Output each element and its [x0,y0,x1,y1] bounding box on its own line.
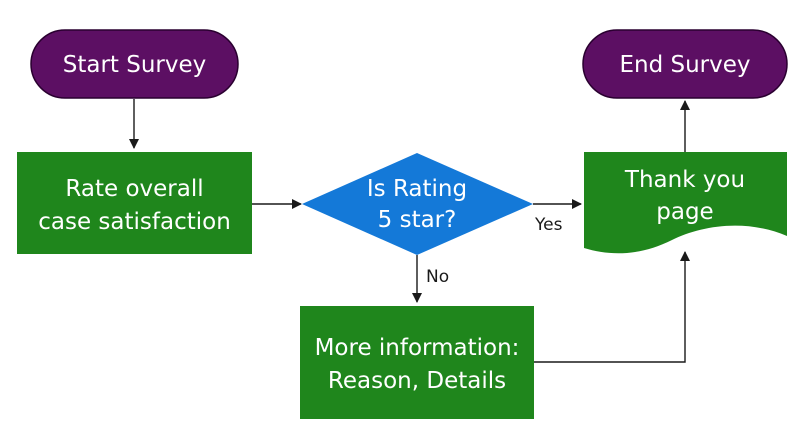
rating-decision-label-line1: Is Rating [367,176,467,202]
rate-satisfaction-label-line2: case satisfaction [38,209,231,235]
rate-satisfaction-node: Rate overall case satisfaction [17,152,252,254]
start-survey-node: Start Survey [30,29,239,99]
rating-decision-shape [302,153,533,255]
start-survey-shape [30,29,239,99]
thank-you-page-node: Thank you page [584,152,787,254]
yes-edge-label: Yes [534,215,563,235]
rating-decision-node: Is Rating 5 star? [302,153,533,255]
end-survey-node: End Survey [582,29,788,99]
thank-you-page-label-line1: Thank you [624,167,745,193]
more-information-shape [300,306,534,419]
more-information-label-line2: Reason, Details [328,368,506,394]
more-information-node: More information: Reason, Details [300,306,534,419]
start-survey-label: Start Survey [63,52,207,78]
rating-decision-label-line2: 5 star? [378,207,457,233]
no-edge-label: No [426,267,449,287]
edge-moreinfo-to-thankyou [534,251,690,363]
rate-satisfaction-shape [17,152,252,254]
more-information-label-line1: More information: [315,335,520,361]
end-survey-shape [582,29,788,99]
end-survey-label: End Survey [619,52,750,78]
thank-you-page-shape [584,152,787,254]
rate-satisfaction-label-line1: Rate overall [65,176,203,202]
thank-you-page-label-line2: page [656,199,713,225]
